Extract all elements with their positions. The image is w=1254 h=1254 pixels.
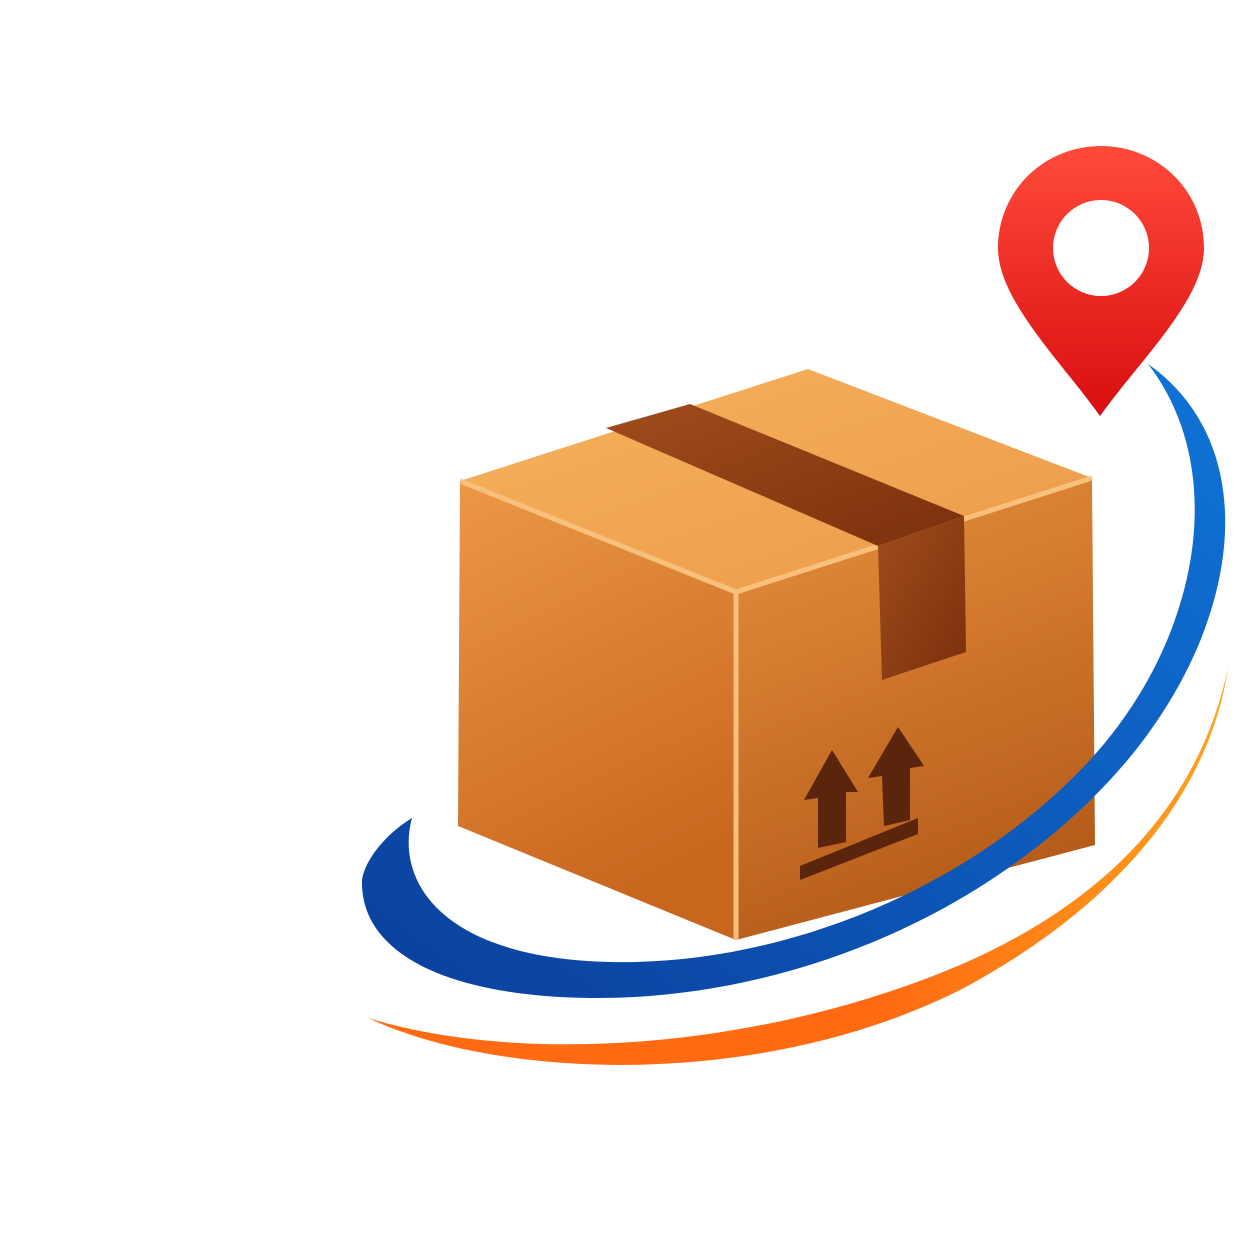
base-line — [800, 818, 918, 880]
box-tape-top — [606, 404, 964, 546]
box-front-face — [458, 481, 736, 940]
parcel-box-icon — [458, 369, 1095, 940]
arrow-up-left — [804, 750, 858, 848]
orbit-swoosh-icon — [361, 364, 1226, 999]
pin-hole — [1053, 200, 1149, 296]
this-side-up-icon — [800, 727, 924, 880]
box-tape-side — [878, 516, 966, 680]
location-pin-icon — [998, 146, 1204, 416]
box-edges — [459, 475, 1093, 940]
arrow-up-right — [868, 727, 924, 826]
